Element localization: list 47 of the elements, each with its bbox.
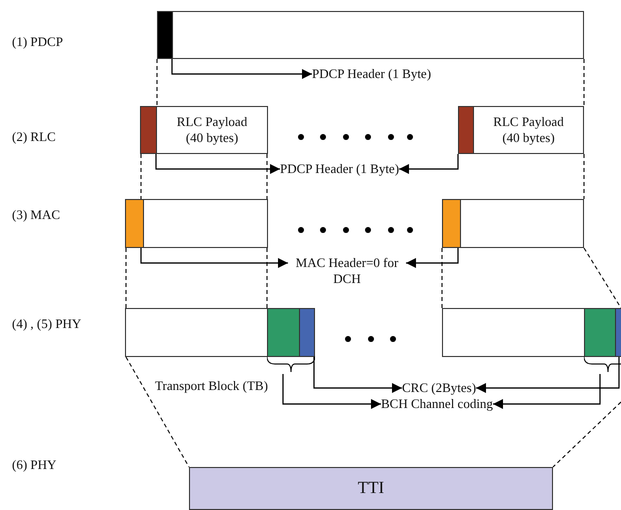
projection-line bbox=[126, 356, 190, 468]
projection-line bbox=[140, 154, 142, 200]
layer-label: (3) MAC bbox=[12, 207, 60, 223]
mac-header-block bbox=[125, 199, 144, 248]
layer-label: (2) RLC bbox=[12, 129, 56, 145]
arrow bbox=[406, 248, 459, 268]
rlc-header-block bbox=[458, 106, 474, 154]
annotation-text: Transport Block (TB) bbox=[155, 378, 268, 394]
mac-pdu-box bbox=[143, 199, 268, 248]
projection-line bbox=[156, 58, 158, 106]
rlc-payload-box bbox=[473, 106, 584, 154]
arrow bbox=[476, 357, 620, 393]
arrow bbox=[399, 154, 459, 174]
mac-header-block bbox=[442, 199, 461, 248]
annotation-text: BCH Channel coding bbox=[381, 396, 493, 412]
crc-block bbox=[267, 308, 300, 357]
arrow bbox=[313, 357, 402, 393]
mac-pdu-box bbox=[460, 199, 584, 248]
arrow bbox=[140, 248, 288, 268]
layer-label: (1) PDCP bbox=[12, 34, 63, 50]
annotation-text: CRC (2Bytes) bbox=[402, 380, 476, 396]
rlc-payload-box bbox=[156, 106, 268, 154]
arrow bbox=[155, 154, 280, 174]
pdcp-header-block bbox=[157, 11, 173, 59]
projection-line bbox=[266, 154, 268, 200]
layer-label: (4) , (5) PHY bbox=[12, 316, 82, 332]
annotation-text: MAC Header=0 for DCH bbox=[294, 255, 400, 287]
coding-block bbox=[299, 308, 315, 357]
arrow bbox=[493, 374, 601, 409]
annotation-text: PDCP Header (1 Byte) bbox=[312, 66, 432, 82]
annotation-text: PDCP Header (1 Byte) bbox=[280, 161, 400, 177]
payload-label: RLC Payload (40 bytes) bbox=[176, 113, 248, 147]
pdcp-packet-box bbox=[172, 11, 584, 59]
tti-label: TTI bbox=[356, 477, 386, 496]
coding-block bbox=[615, 308, 621, 357]
transport-block-box bbox=[125, 308, 268, 357]
layer-label: (6) PHY bbox=[12, 457, 56, 473]
projection-line bbox=[552, 402, 621, 468]
arrow bbox=[171, 59, 312, 79]
crc-block bbox=[584, 308, 616, 357]
tti-box bbox=[189, 467, 553, 510]
projection-line bbox=[584, 248, 621, 308]
projection-line bbox=[266, 248, 268, 308]
payload-label: RLC Payload (40 bytes) bbox=[492, 113, 565, 147]
arrow bbox=[282, 374, 381, 409]
rlc-header-block bbox=[140, 106, 157, 154]
transport-block-box bbox=[442, 308, 585, 357]
